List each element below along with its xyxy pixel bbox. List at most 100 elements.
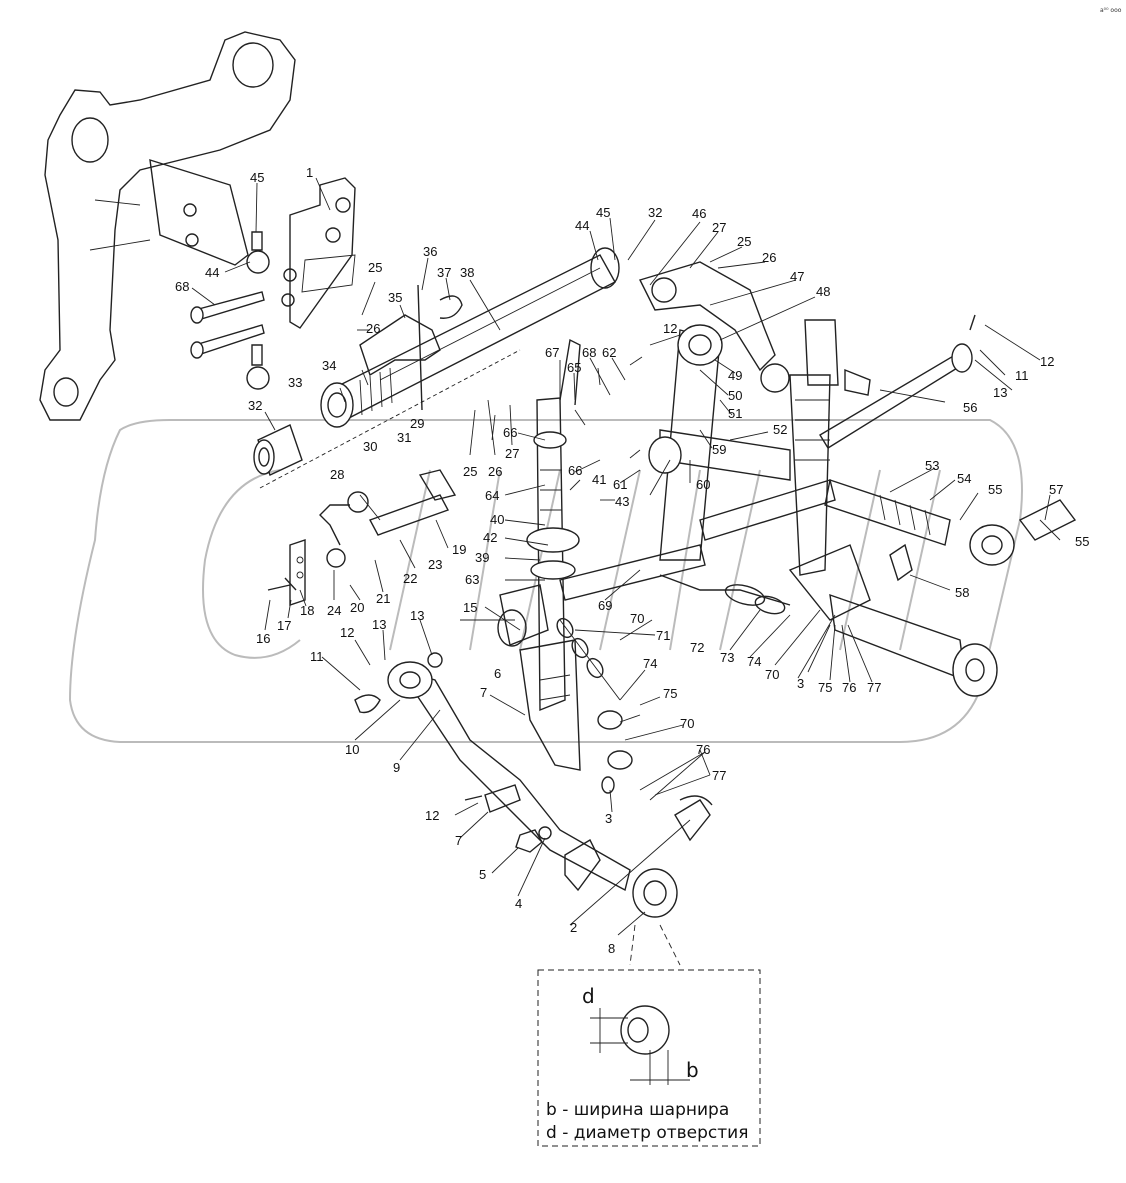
lower-link-69 bbox=[559, 479, 836, 601]
lever-assembly bbox=[267, 469, 457, 606]
leader-lines bbox=[191, 177, 1061, 936]
callout-27-b: 27 bbox=[712, 220, 726, 235]
callout-69: 69 bbox=[598, 598, 612, 613]
cross-arm-52 bbox=[648, 324, 791, 561]
callout-68: 68 bbox=[175, 279, 189, 294]
callout-42: 42 bbox=[483, 530, 497, 545]
callout-51: 51 bbox=[728, 406, 742, 421]
callout-75: 75 bbox=[663, 686, 677, 701]
callout-7: 7 bbox=[480, 685, 487, 700]
callout-19: 19 bbox=[452, 542, 466, 557]
callout-31: 31 bbox=[397, 430, 411, 445]
callout-39: 39 bbox=[475, 550, 489, 565]
clip-44-left bbox=[246, 231, 270, 390]
cross-shaft-38 bbox=[320, 247, 620, 428]
callout-34: 34 bbox=[322, 358, 336, 373]
d-symbol: d bbox=[582, 984, 595, 1008]
detail-dash bbox=[259, 349, 521, 489]
callout-13-c: 13 bbox=[993, 385, 1007, 400]
callout-25-b: 25 bbox=[463, 464, 477, 479]
stabilizer-56 bbox=[819, 314, 976, 449]
lower-link-left bbox=[354, 652, 678, 918]
callout-35: 35 bbox=[388, 290, 402, 305]
callout-66: 66 bbox=[503, 425, 517, 440]
callout-53: 53 bbox=[925, 458, 939, 473]
callout-75-b: 75 bbox=[818, 680, 832, 695]
callout-3-b: 3 bbox=[797, 676, 804, 691]
callout-38: 38 bbox=[460, 265, 474, 280]
callout-44: 44 bbox=[205, 265, 219, 280]
bracket-6 bbox=[519, 639, 633, 794]
callout-13: 13 bbox=[372, 617, 386, 632]
turnbuckle-54 bbox=[824, 479, 1077, 566]
legend-d-line: d - диаметр отверстия bbox=[546, 1123, 748, 1143]
legend-b-line: b - ширина шарнира bbox=[546, 1100, 729, 1120]
callout-numbers: 1 45 44 68 32 33 34 25 35 26 36 37 38 30… bbox=[175, 165, 1089, 956]
callout-63: 63 bbox=[465, 572, 479, 587]
callout-15: 15 bbox=[463, 600, 477, 615]
callout-43: 43 bbox=[615, 494, 629, 509]
bushing-32-left bbox=[253, 424, 303, 476]
callout-26-c: 26 bbox=[762, 250, 776, 265]
callout-57: 57 bbox=[1049, 482, 1063, 497]
callout-70: 70 bbox=[680, 716, 694, 731]
callout-32-b: 32 bbox=[648, 205, 662, 220]
callout-60: 60 bbox=[696, 477, 710, 492]
detail-pointers bbox=[629, 924, 681, 966]
callout-24: 24 bbox=[327, 603, 341, 618]
callout-1: 1 bbox=[306, 165, 313, 180]
callout-27: 27 bbox=[505, 446, 519, 461]
callout-70-b: 70 bbox=[630, 611, 644, 626]
callout-62: 62 bbox=[602, 345, 616, 360]
lower-link-right bbox=[829, 543, 998, 697]
callout-52: 52 bbox=[773, 422, 787, 437]
callout-71: 71 bbox=[656, 628, 670, 643]
callout-28: 28 bbox=[330, 467, 344, 482]
callout-11-b: 11 bbox=[1015, 368, 1029, 383]
callout-55-b: 55 bbox=[1075, 534, 1089, 549]
lift-rod-left bbox=[497, 338, 581, 712]
callout-54: 54 bbox=[957, 471, 971, 486]
callout-61: 61 bbox=[613, 477, 627, 492]
callout-64: 64 bbox=[485, 488, 499, 503]
callout-25-c: 25 bbox=[737, 234, 751, 249]
b-symbol: b bbox=[686, 1058, 699, 1082]
callout-47: 47 bbox=[790, 269, 804, 284]
callout-16: 16 bbox=[256, 631, 270, 646]
callout-44-b: 44 bbox=[575, 218, 589, 233]
callout-37: 37 bbox=[437, 265, 451, 280]
bracket-part-1 bbox=[281, 177, 356, 329]
check-chain bbox=[556, 574, 791, 701]
callout-4: 4 bbox=[515, 896, 522, 911]
callout-2: 2 bbox=[570, 920, 577, 935]
lift-rod-right bbox=[788, 319, 871, 621]
callout-77-b: 77 bbox=[867, 680, 881, 695]
lift-arm-47 bbox=[639, 261, 790, 393]
pin-68 bbox=[190, 291, 265, 359]
callout-13-b: 13 bbox=[410, 608, 424, 623]
bracket-35 bbox=[359, 284, 463, 411]
callout-49: 49 bbox=[728, 368, 742, 383]
callout-55: 55 bbox=[988, 482, 1002, 497]
callout-45: 45 bbox=[250, 170, 264, 185]
tractor-frame bbox=[39, 31, 296, 421]
callout-36: 36 bbox=[423, 244, 437, 259]
callout-29: 29 bbox=[410, 416, 424, 431]
callout-11: 11 bbox=[310, 649, 324, 664]
callout-10: 10 bbox=[345, 742, 359, 757]
callout-8: 8 bbox=[608, 941, 615, 956]
callout-17: 17 bbox=[277, 618, 291, 633]
callout-32: 32 bbox=[248, 398, 262, 413]
callout-18: 18 bbox=[300, 603, 314, 618]
callout-72: 72 bbox=[690, 640, 704, 655]
callout-25: 25 bbox=[368, 260, 382, 275]
callout-45-b: 45 bbox=[596, 205, 610, 220]
callout-74: 74 bbox=[643, 656, 657, 671]
callout-76: 76 bbox=[696, 742, 710, 757]
callout-7-b: 7 bbox=[455, 833, 462, 848]
callout-70-c: 70 bbox=[765, 667, 779, 682]
callout-30: 30 bbox=[363, 439, 377, 454]
callout-41: 41 bbox=[592, 472, 606, 487]
corner-note: a⁰⁰ ooo bbox=[1100, 7, 1122, 14]
